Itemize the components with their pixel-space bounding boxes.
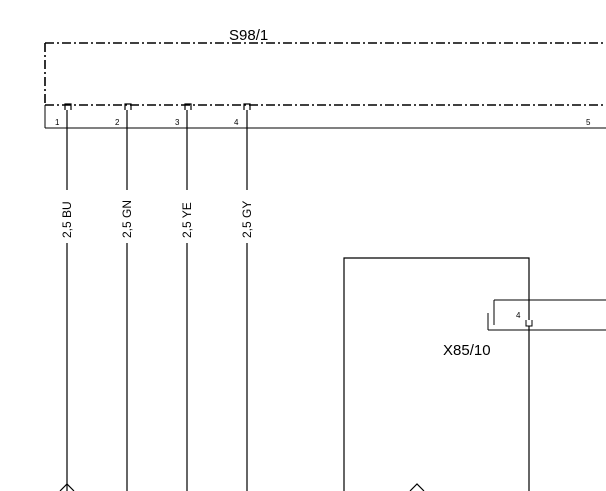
wire-loop-arrow [409, 483, 425, 491]
pin-number-1: 1 [55, 118, 60, 127]
pin-terminal-1 [64, 103, 72, 110]
wire-label-4: 2,5 GY [240, 201, 254, 238]
wire-label-1: 2,5 BU [60, 201, 74, 238]
pin-number-2: 2 [115, 118, 120, 127]
connector-pin-terminal [525, 320, 533, 327]
wire-3 [184, 103, 192, 491]
connector-x85-10 [487, 299, 606, 331]
connector-title: X85/10 [443, 342, 491, 359]
pin-number-5: 5 [586, 118, 591, 127]
component-title: S98/1 [229, 27, 268, 44]
pin-terminal-4 [243, 103, 251, 110]
pin-number-4: 4 [234, 118, 239, 127]
pin-terminal-2 [124, 103, 132, 110]
wire-4 [243, 103, 251, 491]
component-s98-1 [44, 42, 606, 106]
pin-terminal-3 [184, 103, 192, 110]
wire-loop-path [343, 257, 530, 491]
wire-loop [343, 257, 530, 491]
pin-number-3: 3 [175, 118, 180, 127]
wire-label-3: 2,5 YE [180, 202, 194, 238]
wire-1-arrow [59, 483, 75, 491]
connector-pin-number: 4 [516, 311, 521, 320]
pin-strip [44, 105, 606, 129]
wire-2 [124, 103, 132, 491]
wire-1 [59, 103, 75, 491]
wire-label-2: 2,5 GN [120, 200, 134, 238]
